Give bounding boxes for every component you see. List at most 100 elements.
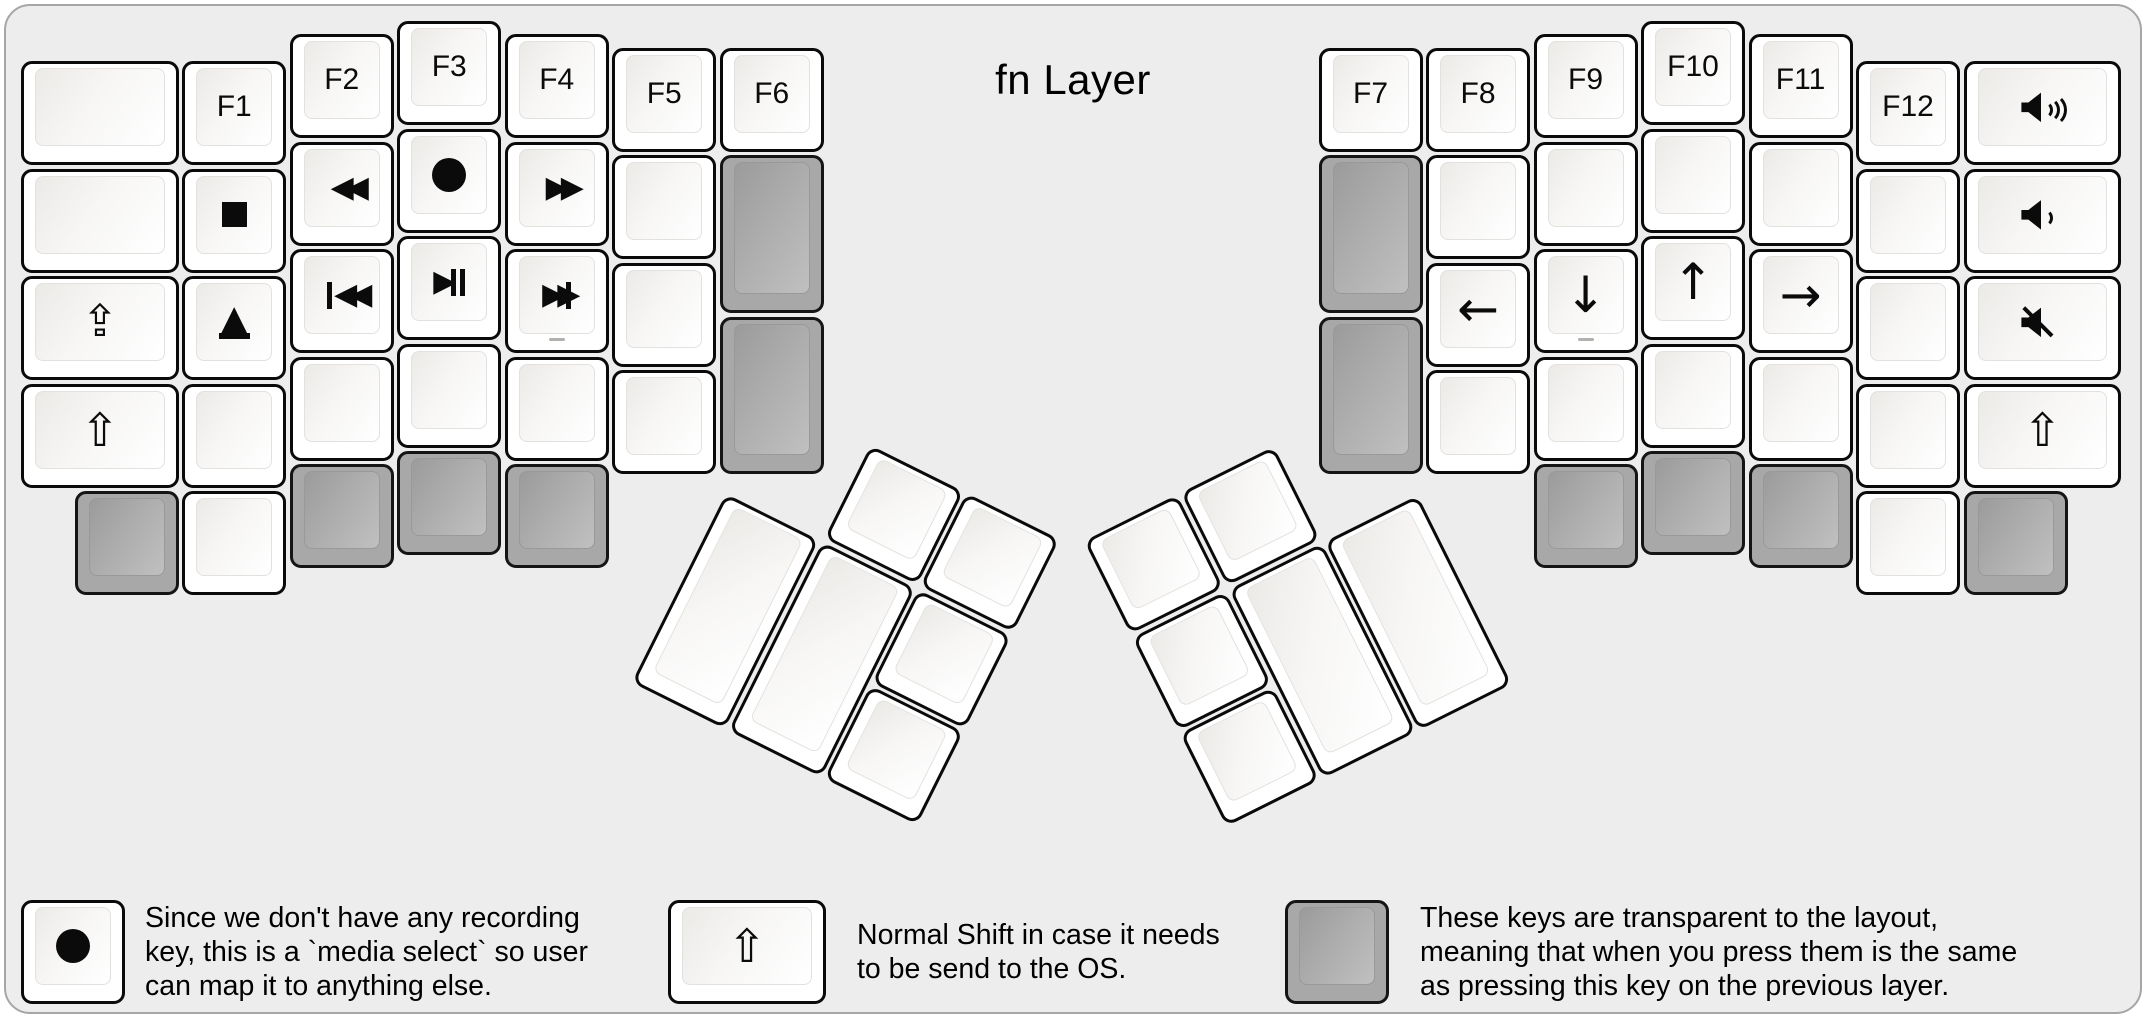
- keytop: [1299, 907, 1375, 985]
- key-blank: [21, 61, 179, 166]
- keytop: [411, 243, 488, 321]
- key-arrow-down: ↓: [1533, 249, 1638, 354]
- key-f1: F1: [182, 61, 287, 166]
- key-blank: [1748, 141, 1853, 246]
- key-legend: [1975, 176, 2111, 254]
- key-blank: [1533, 141, 1638, 246]
- key-blank: [1856, 168, 1961, 273]
- keytop: [196, 283, 273, 362]
- keytop: [733, 323, 810, 456]
- keytop: [303, 41, 380, 120]
- key-blank: [1641, 343, 1746, 448]
- key-legend: ◀◀: [301, 149, 383, 227]
- key-blank: [1856, 383, 1961, 488]
- keytop: [626, 162, 703, 241]
- key-legend: ⇪: [32, 283, 168, 361]
- key-transparent: [1533, 464, 1638, 569]
- arrow-down-icon: ↓: [1564, 266, 1607, 325]
- key-blank: [21, 168, 179, 273]
- keytop: [626, 377, 703, 456]
- key-blank: [1533, 356, 1638, 461]
- previous-track-icon: ◀◀: [327, 280, 372, 310]
- keytop: [518, 363, 595, 442]
- keytop: [303, 256, 380, 335]
- keytop: [303, 148, 380, 227]
- keytop: [411, 350, 488, 429]
- key-legend: →: [1760, 256, 1842, 334]
- keytop: [1440, 54, 1517, 133]
- key-legend-transparent: [1285, 900, 1389, 1004]
- key-legend: [408, 136, 490, 214]
- keytop: [733, 162, 810, 295]
- keytop: [1870, 498, 1947, 577]
- key-legend: ▶▶: [516, 149, 598, 227]
- record-icon: [432, 157, 467, 192]
- keytop: [1762, 41, 1839, 120]
- key-transparent: [289, 464, 394, 569]
- keytop: [626, 269, 703, 348]
- key-legend: F7: [1353, 76, 1389, 110]
- key-record: [397, 128, 502, 233]
- homing-dash: [548, 338, 565, 342]
- key-legend-record: [21, 900, 125, 1004]
- keytop: [1870, 390, 1947, 469]
- keytop: [1977, 498, 2054, 577]
- key-transparent: [397, 451, 502, 555]
- key-blank: [182, 383, 287, 488]
- key-volume-down: [1963, 168, 2122, 273]
- key-transparent: [1641, 451, 1746, 555]
- keytop: [1870, 175, 1947, 254]
- key-legend: ↑: [1652, 243, 1734, 321]
- shift-icon: ⇧: [2023, 402, 2062, 457]
- keytop: [1547, 363, 1624, 442]
- key-transparent: [1748, 464, 1853, 569]
- keytop: [1440, 377, 1517, 456]
- key-legend: ◀◀: [301, 256, 383, 334]
- legend-text-record: Since we don't have any recording key, t…: [145, 902, 588, 1002]
- shift-icon: ⇧: [727, 919, 767, 973]
- legend-text-transparent: These keys are transparent to the layout…: [1420, 902, 2018, 1002]
- key-blank: [612, 155, 717, 260]
- key-blank: [289, 356, 394, 461]
- keytop: [196, 68, 273, 147]
- keytop: [518, 41, 595, 120]
- key-legend: [32, 907, 114, 985]
- keytop: [682, 907, 812, 985]
- record-icon: [56, 929, 90, 963]
- key-prev-track: ◀◀: [289, 249, 394, 354]
- key-legend: F9: [1568, 63, 1604, 97]
- rewind-icon: ◀◀: [330, 169, 369, 205]
- key-legend: F12: [1882, 90, 1934, 124]
- key-shift: ⇧: [21, 383, 179, 488]
- key-next-track: ▶▶: [504, 249, 609, 354]
- keytop: [35, 390, 165, 469]
- keytop: [1332, 162, 1409, 295]
- eject-icon: ▲: [218, 300, 250, 340]
- keytop: [518, 256, 595, 335]
- keytop: [733, 54, 810, 133]
- key-blank: [504, 356, 609, 461]
- key-legend: ⇧: [32, 391, 168, 469]
- volume-up-icon: [2021, 91, 2068, 128]
- key-legend: ⇧: [679, 907, 815, 985]
- keytop: [1547, 256, 1624, 335]
- arrow-left-icon: ←: [1457, 279, 1499, 338]
- key-f4: F4: [504, 34, 609, 139]
- key-blank: [612, 262, 717, 367]
- keytop: [1977, 390, 2108, 469]
- key-transparent: [719, 316, 824, 475]
- key-transparent: [1963, 491, 2068, 596]
- keytop: [1547, 41, 1624, 120]
- key-legend: ▶: [408, 243, 490, 321]
- keytop: [411, 458, 488, 536]
- key-f8: F8: [1426, 47, 1531, 152]
- keytop: [1762, 256, 1839, 335]
- key-f3: F3: [397, 21, 502, 125]
- key-shift: ⇧: [1963, 383, 2122, 488]
- keytop: [1655, 458, 1732, 536]
- key-fast-forward: ▶▶: [504, 141, 609, 246]
- key-blank: [612, 370, 717, 475]
- key-f5: F5: [612, 47, 717, 152]
- key-f12: F12: [1856, 61, 1961, 166]
- key-f2: F2: [289, 34, 394, 139]
